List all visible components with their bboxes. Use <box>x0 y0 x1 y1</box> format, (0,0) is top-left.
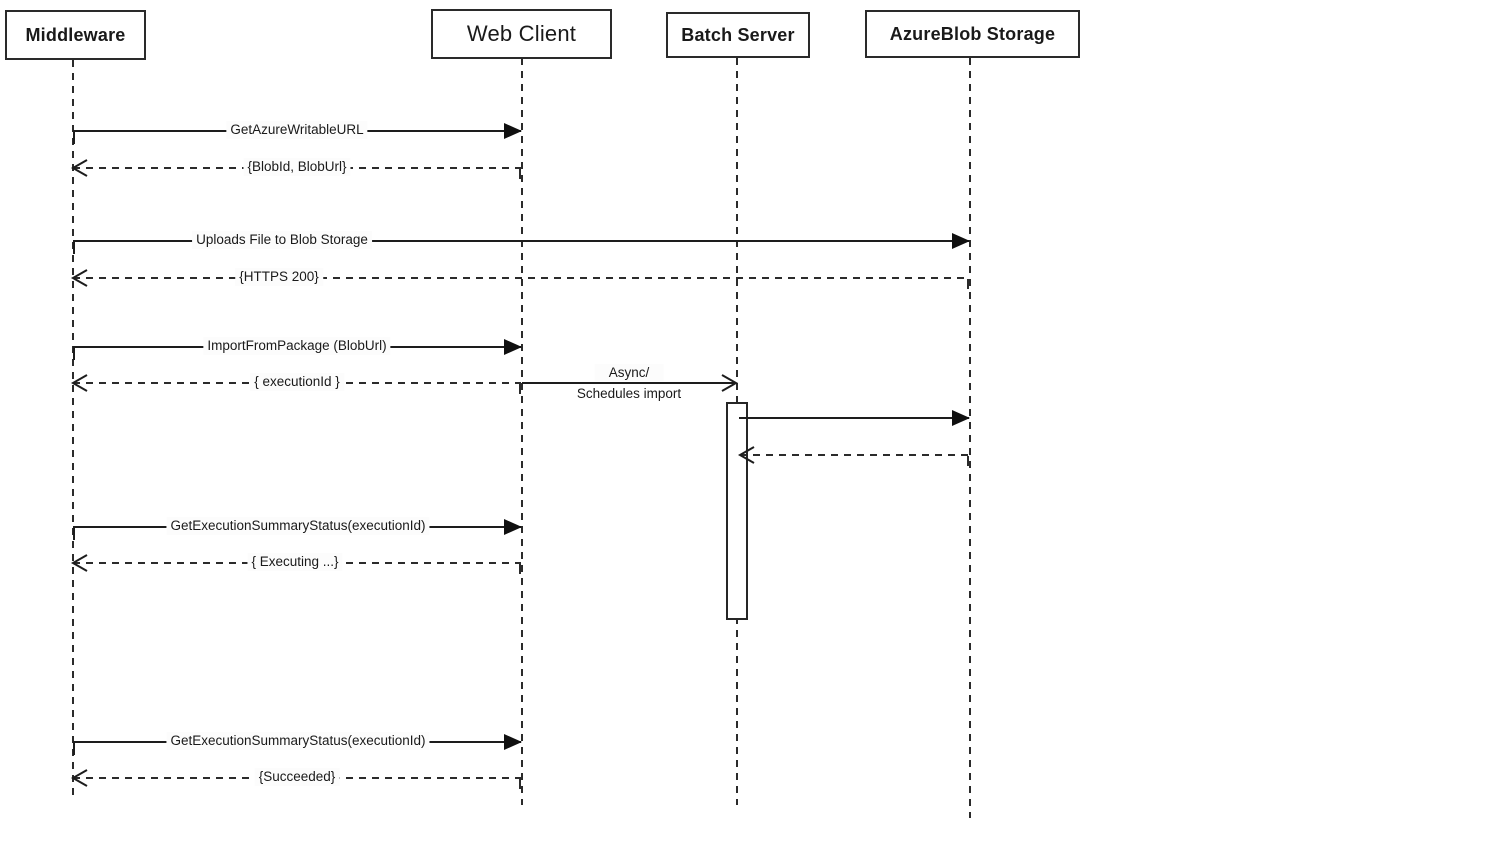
lifeline-web-client <box>521 58 523 805</box>
message-label: GetAzureWritableURL <box>226 121 368 139</box>
message-line <box>522 382 736 384</box>
lifeline-middleware <box>72 60 74 800</box>
filled-arrowhead-icon <box>952 233 970 249</box>
line-start-tick <box>73 528 75 540</box>
message-label: GetExecutionSummaryStatus(executionId) <box>166 517 430 535</box>
open-arrowhead-icon <box>721 374 739 392</box>
message-label: {BlobId, BlobUrl} <box>243 158 351 176</box>
message-label: Uploads File to Blob Storage <box>192 231 372 249</box>
actor-batch-server: Batch Server <box>666 12 810 58</box>
message-label-line2: Schedules import <box>576 386 682 401</box>
open-arrowhead-icon <box>737 446 755 464</box>
line-end-hook <box>519 779 521 789</box>
line-start-tick <box>73 348 75 360</box>
actor-batch-server-label: Batch Server <box>681 24 795 45</box>
open-arrowhead-icon <box>70 374 88 392</box>
line-end-hook <box>967 456 969 466</box>
message-label: { executionId } <box>250 373 344 391</box>
actor-middleware: Middleware <box>5 10 146 60</box>
message-line <box>739 417 969 419</box>
line-start-tick <box>73 743 75 755</box>
line-end-hook <box>519 564 521 574</box>
actor-azureblob-storage-label: AzureBlob Storage <box>889 23 1056 44</box>
activation-bar-batch-server <box>726 402 748 620</box>
line-start-tick <box>73 242 75 254</box>
message-label: ImportFromPackage (BlobUrl) <box>203 337 391 355</box>
filled-arrowhead-icon <box>952 410 970 426</box>
message-label: { Executing ...} <box>247 553 343 571</box>
filled-arrowhead-icon <box>504 734 522 750</box>
message-label: {Succeeded} <box>254 768 340 786</box>
filled-arrowhead-icon <box>504 339 522 355</box>
actor-middleware-label: Middleware <box>25 24 126 45</box>
open-arrowhead-icon <box>70 269 88 287</box>
actor-web-client-label: Web Client <box>466 21 577 46</box>
message-label: GetExecutionSummaryStatus(executionId) <box>166 732 430 750</box>
line-end-hook <box>519 384 521 394</box>
filled-arrowhead-icon <box>504 123 522 139</box>
message-line <box>73 277 969 279</box>
line-start-tick <box>73 132 75 144</box>
message-line <box>73 240 969 242</box>
actor-web-client: Web Client <box>431 9 612 59</box>
open-arrowhead-icon <box>70 554 88 572</box>
open-arrowhead-icon <box>70 769 88 787</box>
message-line <box>740 454 969 456</box>
filled-arrowhead-icon <box>504 519 522 535</box>
line-end-hook <box>519 169 521 179</box>
actor-azureblob-storage: AzureBlob Storage <box>865 10 1080 58</box>
line-end-hook <box>967 279 969 289</box>
message-label: {HTTPS 200} <box>235 268 323 286</box>
open-arrowhead-icon <box>70 159 88 177</box>
message-label-line1: Async/ <box>594 364 664 381</box>
lifeline-azureblob-storage <box>969 58 971 818</box>
